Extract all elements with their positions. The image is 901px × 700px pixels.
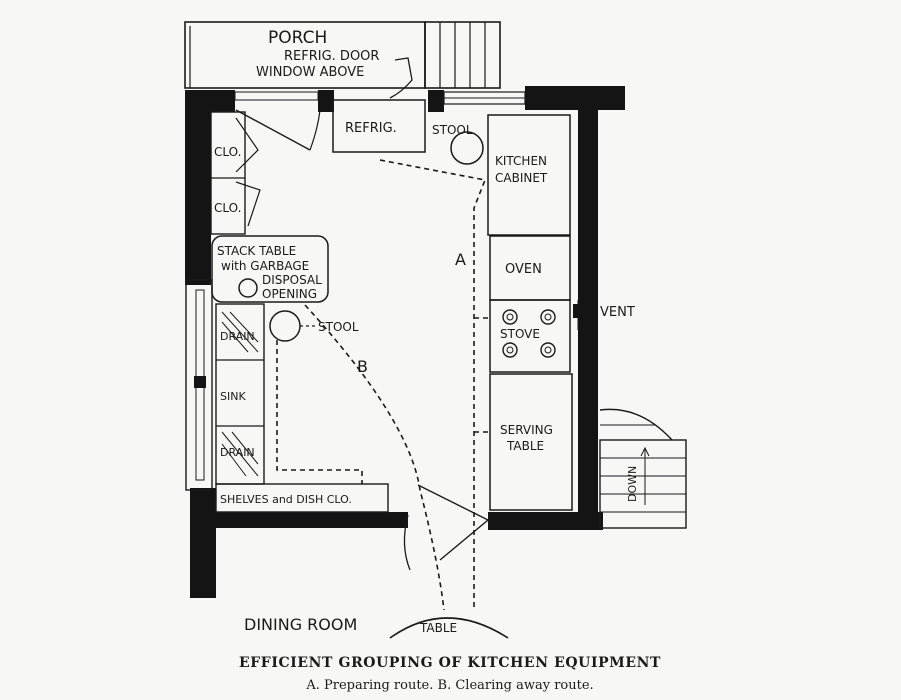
entry-door-swing: [235, 109, 311, 151]
stack-table-label-2: with GARBAGE: [221, 259, 309, 273]
sink-label: SINK: [220, 390, 246, 403]
stove-label: STOVE: [500, 327, 540, 341]
stool-top-label: STOOL: [432, 123, 473, 137]
serving-table-label-2: TABLE: [506, 439, 544, 453]
route-a-path: [379, 159, 487, 610]
dining-room-label: DINING ROOM: [244, 615, 357, 634]
dining-door: [403, 484, 490, 571]
closet-1-label: CLO.: [214, 145, 241, 159]
garbage-opening: [238, 278, 258, 298]
porch-label: PORCH: [268, 28, 327, 48]
caption-title: EFFICIENT GROUPING OF KITCHEN EQUIPMENT: [239, 655, 661, 671]
shelves-label: SHELVES and DISH CLO.: [220, 493, 352, 506]
down-label: DOWN: [626, 466, 639, 502]
stack-table-label-1: STACK TABLE: [217, 244, 296, 258]
serving-table-label-1: SERVING: [500, 423, 553, 437]
shelves-dish-closet: [215, 483, 389, 513]
stool-left-label: STOOL: [318, 320, 359, 334]
route-b-path: [304, 304, 445, 611]
kitchen-cabinet-label-1: KITCHEN: [495, 154, 547, 168]
caption-subtitle: A. Preparing route. B. Clearing away rou…: [305, 678, 593, 693]
stack-table-label-3: DISPOSAL: [262, 273, 322, 287]
stove-burners: [502, 309, 556, 358]
sink-window: [185, 279, 213, 491]
refrig-door-label: REFRIG. DOOR: [284, 49, 379, 64]
refrig-door-swing: [389, 57, 413, 99]
stool-top: [450, 131, 484, 165]
route-b-label: B: [357, 357, 368, 376]
oven-label: OVEN: [505, 262, 542, 277]
route-a-label: A: [455, 250, 466, 269]
drain-2-label: DRAIN: [220, 446, 255, 459]
stool-left: [269, 310, 301, 342]
stack-table-label-4: OPENING: [262, 287, 317, 301]
porch-area: [184, 21, 501, 89]
refrigerator-label: REFRIG.: [345, 121, 397, 136]
route-b-shelf: [276, 340, 363, 484]
vent-label: VENT: [600, 305, 635, 320]
window-above-label: WINDOW ABOVE: [256, 65, 364, 80]
window-top-left: [234, 91, 319, 101]
refrigerator: [332, 99, 426, 153]
stack-table: [211, 235, 329, 303]
right-counter: [487, 114, 585, 511]
drain-1-label: DRAIN: [220, 330, 255, 343]
route-a-branch: [474, 317, 490, 433]
table-label: TABLE: [419, 621, 457, 635]
walls: [185, 86, 625, 598]
closet-2-label: CLO.: [214, 201, 241, 215]
closets: [210, 111, 261, 235]
kitchen-cabinet-label-2: CABINET: [495, 171, 548, 185]
stairs-down: [599, 408, 687, 529]
dining-table: [389, 617, 509, 639]
